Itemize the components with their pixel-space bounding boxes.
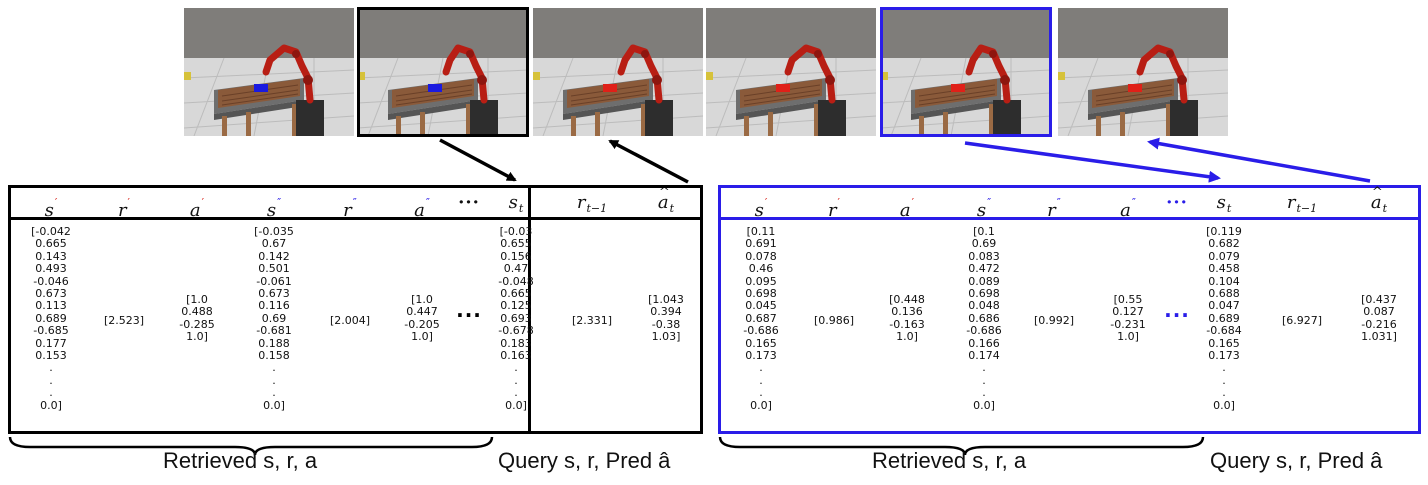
left-header-a-hat-t: at (658, 178, 674, 217)
left-query-caption: Query s, r, Pred â (498, 448, 671, 473)
header-s-prime: s′ (754, 196, 768, 221)
robot-frame-4 (706, 8, 876, 136)
header-r-dprime: r″ (343, 196, 357, 221)
robot-frame-6 (1058, 8, 1228, 136)
header-ellipsis: ··· (458, 192, 480, 213)
robot-frame-3 (533, 8, 703, 136)
right-panel: s′ r′ a′ s″ r″ a″ ··· st rt−1 at [0.11 0… (718, 178, 1421, 434)
left-retrieved-brace (8, 436, 494, 456)
right-retrieved-brace (718, 436, 1205, 456)
right-retrieved-caption: Retrieved s, r, a (872, 448, 1027, 473)
cell-s-prime: [-0.042 0.665 0.143 0.493 -0.046 0.673 0… (31, 225, 71, 412)
cell-a-dprime: [0.55 0.127 -0.231 1.0] (1110, 293, 1146, 344)
header-s-dprime: s″ (266, 196, 282, 221)
right-query-caption: Query s, r, Pred â (1210, 448, 1383, 473)
header-s-dprime: s″ (976, 196, 992, 221)
right-retrieved-arrow (964, 141, 1221, 183)
header-r-t1: rt−1 (1286, 192, 1318, 215)
header-a-prime: a′ (189, 196, 205, 221)
cell-a-hat-t: [0.437 0.087 -0.216 1.031] (1361, 293, 1397, 344)
row-ellipsis: ··· (1164, 303, 1190, 327)
cell-r-dprime: [2.004] (329, 314, 371, 327)
header-a-dprime: a″ (414, 196, 430, 221)
robot-frame-5 (881, 8, 1051, 136)
header-a-prime: a′ (899, 196, 915, 221)
header-a-hat-t: at (1371, 178, 1387, 217)
left-cell-r-t1: [2.331] (571, 314, 613, 327)
cell-a-dprime: [1.0 0.447 -0.205 1.0] (404, 293, 440, 344)
left-panel: s′ r′ a′ s″ r″ a″ ··· st [-0.042 0.665 0… (8, 185, 534, 434)
cell-a-prime: [0.448 0.136 -0.163 1.0] (889, 293, 925, 344)
robot-frame-1 (184, 8, 354, 136)
header-divider (721, 217, 1418, 220)
header-s-t: st (1216, 192, 1232, 215)
left-cell-a-hat-t: [1.043 0.394 -0.38 1.03] (648, 293, 684, 344)
header-ellipsis: ··· (1166, 192, 1188, 213)
header-r-prime: r′ (117, 196, 131, 221)
left-retrieved-arrow (439, 138, 517, 182)
cell-s-dprime: [-0.035 0.67 0.142 0.501 -0.061 0.673 0.… (254, 225, 294, 412)
right-query-arrow (1147, 137, 1371, 183)
header-r-dprime: r″ (1047, 196, 1061, 221)
header-divider (11, 217, 528, 220)
left-panel-query-region (528, 185, 703, 434)
cell-s-t: [-0.03 0.655 0.156 0.47 -0.048 0.665 0.1… (498, 225, 534, 412)
cell-s-prime: [0.11 0.691 0.078 0.46 0.095 0.698 0.045… (743, 225, 779, 412)
left-retrieved-caption: Retrieved s, r, a (163, 448, 318, 473)
cell-r-prime: [0.986] (813, 314, 855, 327)
cell-s-t: [0.119 0.682 0.079 0.458 0.104 0.688 0.0… (1206, 225, 1242, 412)
cell-a-prime: [1.0 0.488 -0.285 1.0] (179, 293, 215, 344)
header-s-t: st (508, 192, 524, 215)
header-a-dprime: a″ (1120, 196, 1136, 221)
cell-r-t1: [6.927] (1281, 314, 1323, 327)
header-r-prime: r′ (827, 196, 841, 221)
header-s-prime: s′ (44, 196, 58, 221)
left-header-r-t1: rt−1 (576, 192, 608, 215)
left-query-arrow (608, 139, 689, 184)
cell-r-prime: [2.523] (103, 314, 145, 327)
cell-s-dprime: [0.1 0.69 0.083 0.472 0.089 0.698 0.048 … (966, 225, 1002, 412)
cell-r-dprime: [0.992] (1033, 314, 1075, 327)
row-ellipsis: ··· (456, 303, 482, 327)
robot-frame-2 (358, 8, 528, 136)
